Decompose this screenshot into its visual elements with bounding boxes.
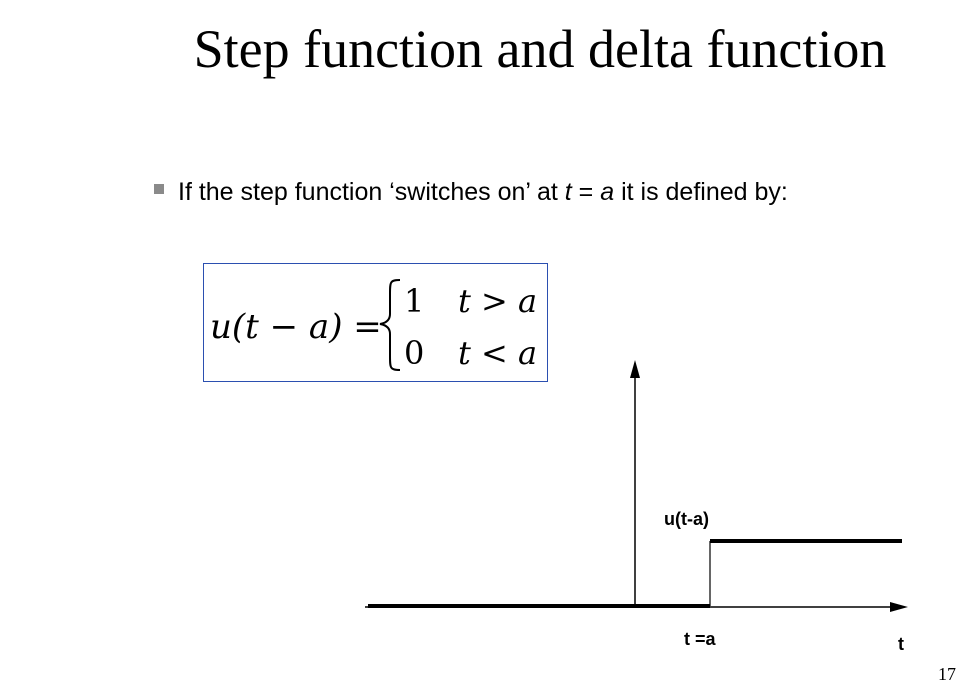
formula-case1-condition: t > a xyxy=(458,282,537,320)
bullet-square-icon xyxy=(154,184,164,194)
bullet-text: If the step function ‘switches on’ at t … xyxy=(148,173,828,211)
bullet-var-a: a xyxy=(600,178,615,206)
formula-case2-value: 0 xyxy=(404,334,424,372)
vertical-axis-arrow-icon xyxy=(630,360,640,378)
slide-title: Step function and delta function xyxy=(193,19,887,79)
step-point-label: t =a xyxy=(684,629,717,649)
function-label: u(t-a) xyxy=(664,509,709,529)
formula-brace xyxy=(379,279,401,371)
bullet-part2: = xyxy=(571,178,601,206)
formula-box: u(t − a) = 1 t > a 0 t < a xyxy=(203,263,548,382)
page-number: 17 xyxy=(938,664,956,684)
bullet-var-t: t xyxy=(564,178,572,206)
bullet-part3: it is defined by: xyxy=(614,178,788,206)
step-function-formula: u(t − a) = 1 t > a 0 t < a xyxy=(210,279,537,372)
formula-case2-condition: t < a xyxy=(458,334,537,372)
bullet-part1: If the step function ‘switches on’ at xyxy=(178,178,565,206)
formula-lhs: u(t − a) = xyxy=(210,307,382,347)
formula-case1-value: 1 xyxy=(404,282,424,320)
t-axis-arrow-icon xyxy=(890,602,908,612)
t-axis-label: t xyxy=(898,634,904,654)
